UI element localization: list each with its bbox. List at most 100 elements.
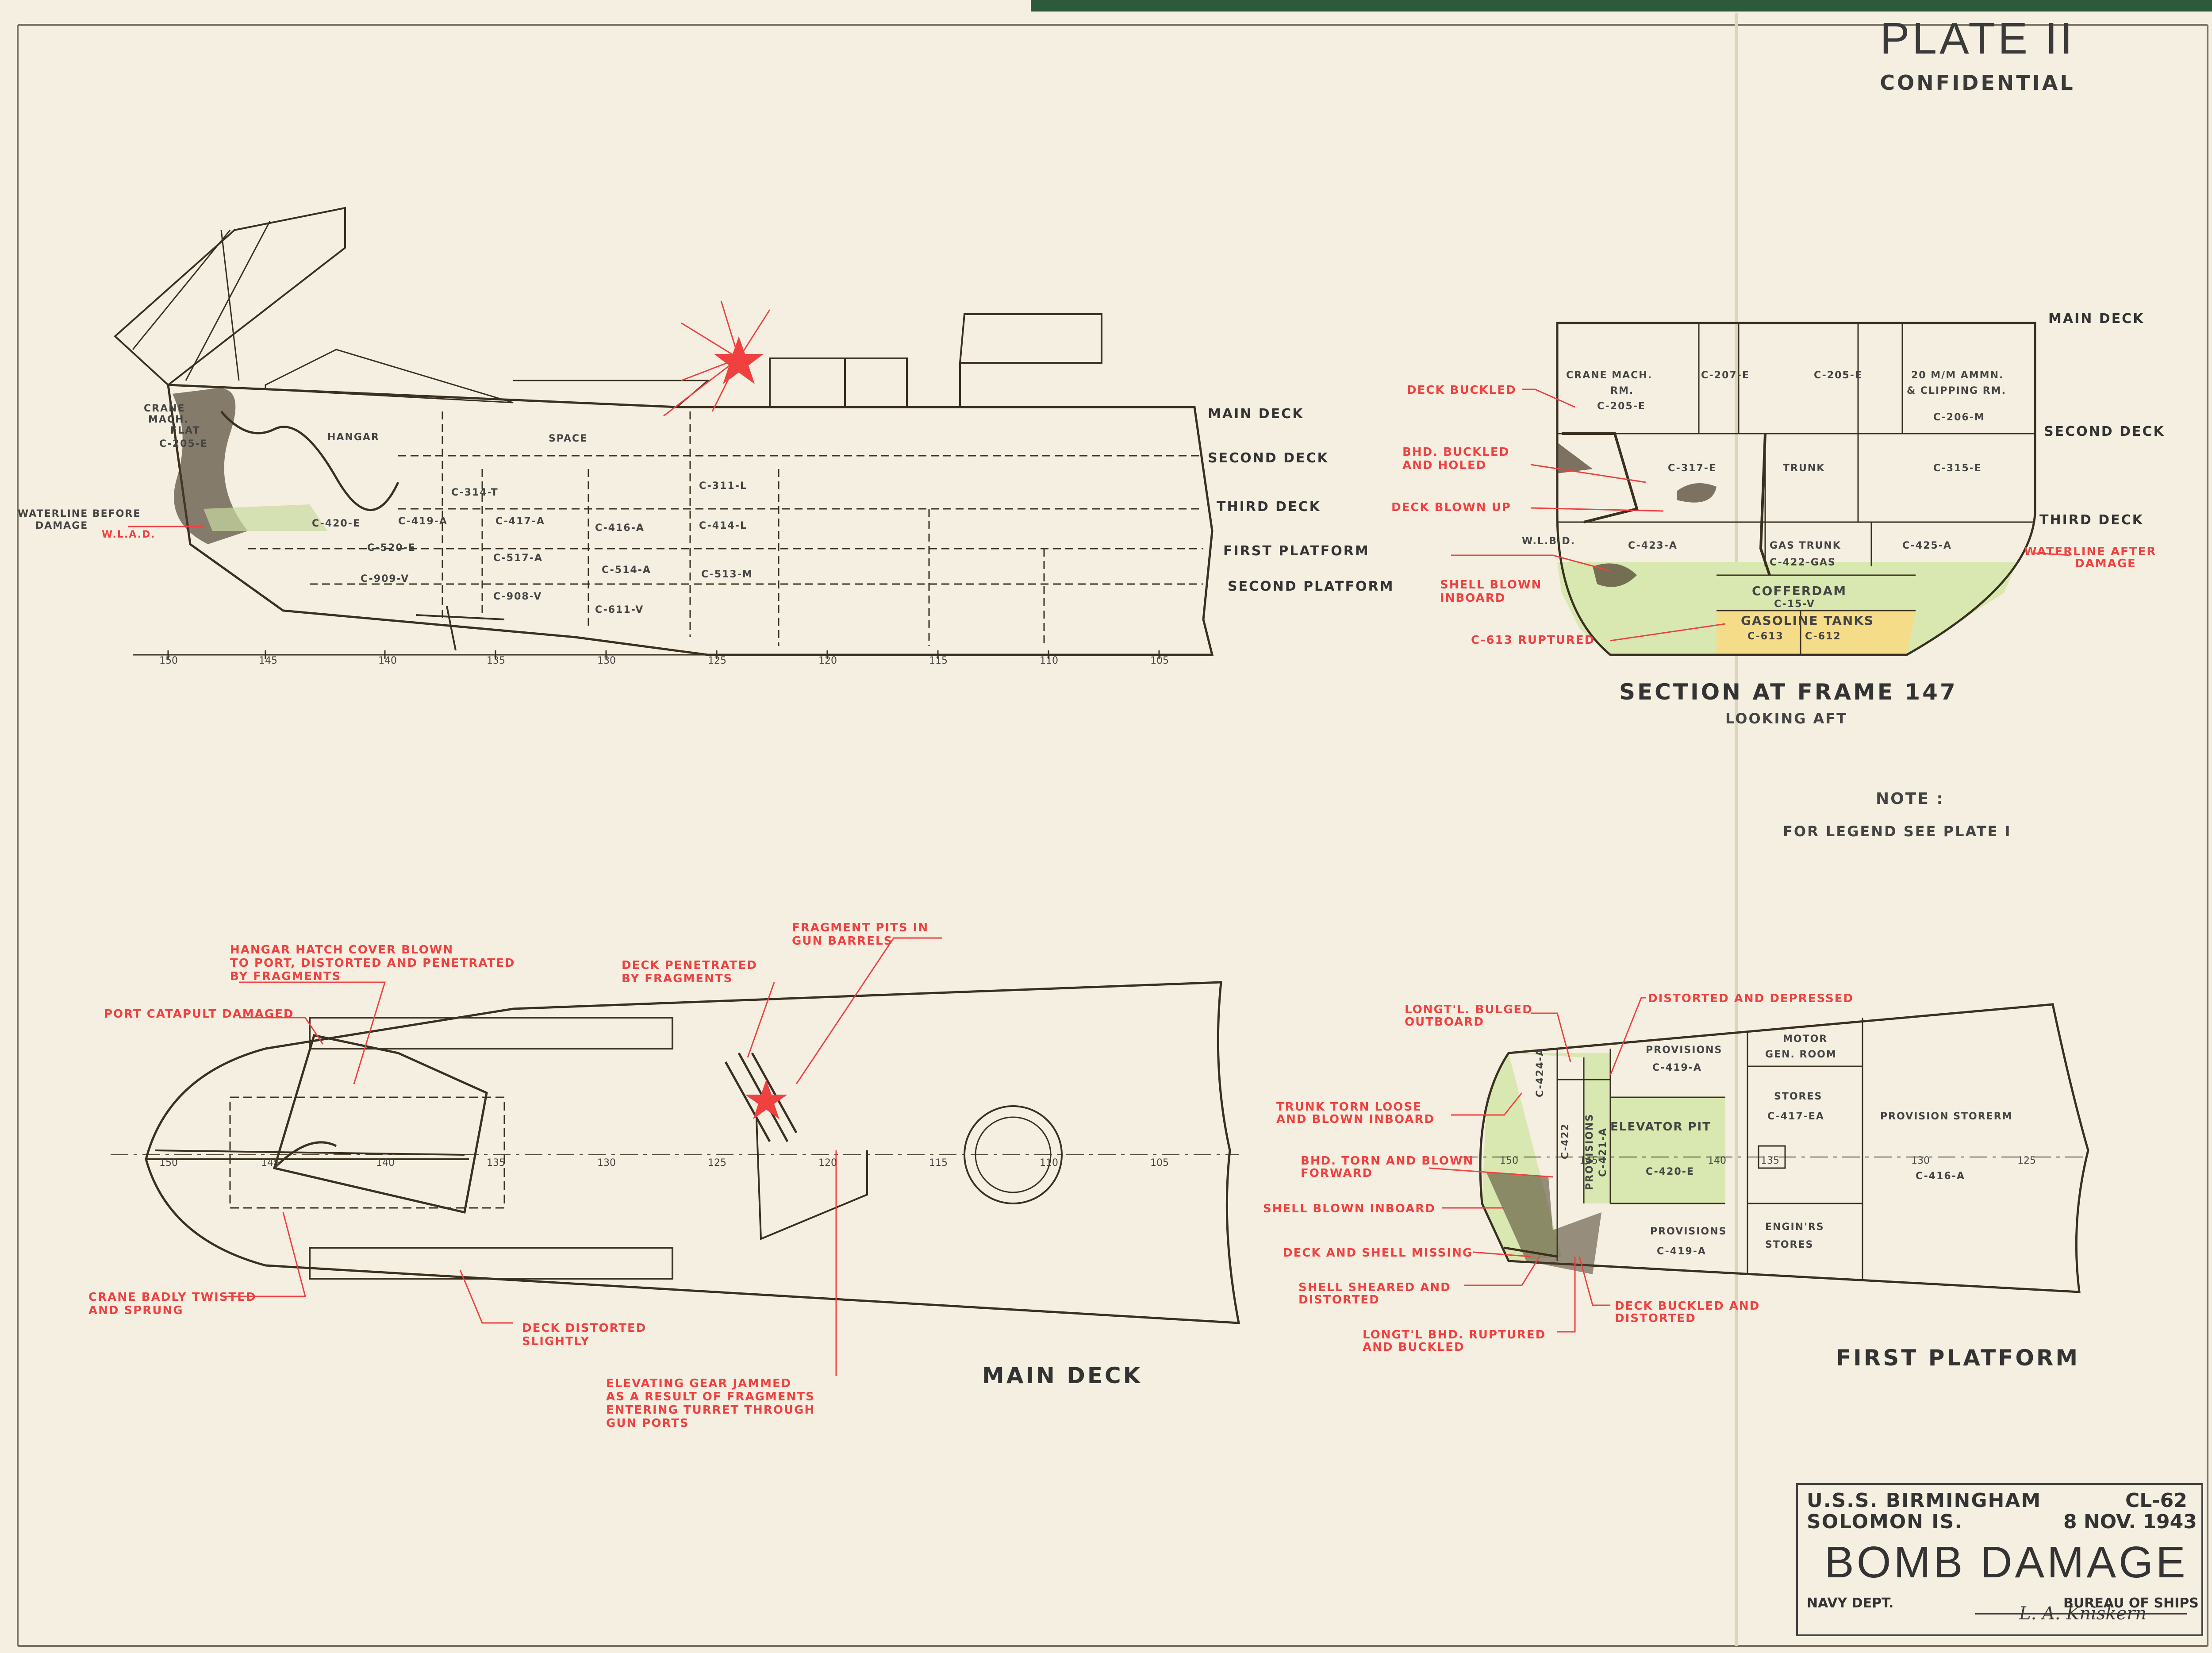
profile-frame: 145 [259, 655, 277, 666]
profile-frame: 135 [487, 655, 505, 666]
fp-provisions-top-1: PROVISIONS [1646, 1045, 1722, 1056]
fp-stores-1: STORES [1774, 1091, 1822, 1102]
profile-c611: C-611-V [595, 604, 644, 615]
sec-cofferdam-2: C-15-V [1774, 599, 1815, 610]
ship-name: U.S.S. BIRMINGHAM [1807, 1489, 2042, 1512]
md-annot-crane-2: AND SPRUNG [88, 1304, 184, 1317]
fp-c416: C-416-A [1916, 1171, 1965, 1182]
sec-c207: C-207-E [1701, 370, 1750, 381]
md-annot-elev-1: ELEVATING GEAR JAMMED [606, 1377, 791, 1390]
fp-frame: 150 [1500, 1155, 1518, 1166]
profile-second-platform: SECOND PLATFORM [1228, 579, 1394, 594]
sec-crane-3: C-205-E [1597, 401, 1646, 412]
profile-c416: C-416-A [595, 523, 645, 534]
md-annot-deck-pen-1: DECK PENETRATED [622, 959, 757, 972]
hull-number: CL-62 [2125, 1489, 2187, 1512]
sec-annot-deck-buckled: DECK BUCKLED [1407, 384, 1517, 397]
fp-annot-longtl-ruptured-1: LONGT'L BHD. RUPTURED [1363, 1328, 1546, 1342]
md-annot-deck-dist-2: SLIGHTLY [522, 1335, 590, 1348]
fp-annot-trunk-torn-1: TRUNK TORN LOOSE [1276, 1100, 1422, 1114]
section-title: SECTION AT FRAME 147 [1619, 679, 1958, 705]
md-frame: 115 [929, 1157, 948, 1169]
profile-c205: C-205-E [159, 438, 208, 450]
md-annot-hatch-1: HANGAR HATCH COVER BLOWN [230, 943, 453, 957]
profile-c520: C-520-E [367, 542, 416, 554]
date: 8 NOV. 1943 [2063, 1511, 2197, 1533]
title-block: U.S.S. BIRMINGHAM CL-62 SOLOMON IS. 8 NO… [1796, 1483, 2203, 1636]
profile-c414: C-414-L [699, 520, 747, 531]
profile-first-platform: FIRST PLATFORM [1223, 543, 1370, 559]
profile-frame: 115 [929, 655, 948, 666]
signature-line [1975, 1613, 2187, 1615]
section-second-deck: SECOND DECK [2044, 424, 2165, 439]
signature: L. A. Kniskern [2019, 1603, 2147, 1624]
fp-frame: 130 [1911, 1155, 1930, 1166]
bureau-label: BUREAU OF SHIPS [2063, 1595, 2199, 1611]
fp-annot-longtl-bulged-2: OUTBOARD [1405, 1015, 1484, 1029]
fp-annot-deck-shell-missing: DECK AND SHELL MISSING [1283, 1246, 1473, 1260]
md-frame: 125 [708, 1157, 726, 1169]
waterline-after-label: WATERLINE AFTER [2024, 545, 2156, 558]
sec-c315: C-315-E [1933, 463, 1982, 474]
first-platform-plan [1429, 997, 2089, 1333]
fp-annot-distorted-depressed: DISTORTED AND DEPRESSED [1648, 992, 1854, 1005]
main-deck-plan [111, 937, 1240, 1376]
md-frame: 140 [376, 1157, 395, 1169]
md-annot-frag-pits-1: FRAGMENT PITS IN [792, 921, 929, 934]
sec-trunk: TRUNK [1783, 463, 1825, 474]
profile-c420: C-420-E [312, 518, 361, 529]
sec-gas-trunk-1: GAS TRUNK [1770, 540, 1841, 551]
crane-flat-label-1: CRANE [144, 403, 185, 414]
fp-c421: C-421-A [1598, 1127, 1609, 1177]
sec-ammn-1: 20 M/M AMMN. [1911, 370, 2004, 381]
fp-annot-deck-buckled-1: DECK BUCKLED AND [1615, 1299, 1760, 1313]
first-platform-title: FIRST PLATFORM [1836, 1345, 2080, 1371]
md-annot-elev-4: GUN PORTS [606, 1417, 689, 1430]
md-frame: 150 [159, 1157, 178, 1169]
md-annot-hatch-2: TO PORT, DISTORTED AND PENETRATED [230, 957, 515, 970]
section-third-deck: THIRD DECK [2039, 512, 2144, 528]
fp-annot-longtl-ruptured-2: AND BUCKLED [1363, 1341, 1465, 1354]
fp-stores-2: C-417-EA [1767, 1111, 1824, 1122]
profile-deck-labels: MAIN DECK SECOND DECK THIRD DECK FIRST P… [1208, 406, 1394, 594]
waterline-before-label-2: DAMAGE [35, 520, 88, 531]
sec-annot-deck-blown-up: DECK BLOWN UP [1391, 501, 1511, 514]
fp-frame: 140 [1708, 1155, 1726, 1166]
profile-third-deck: THIRD DECK [1217, 499, 1321, 515]
md-frame: 130 [597, 1157, 616, 1169]
note-text: FOR LEGEND SEE PLATE I [1783, 823, 2012, 840]
md-frame: 120 [818, 1157, 837, 1169]
fp-motor-gen-1: MOTOR [1783, 1034, 1828, 1045]
fp-c424: C-424-A [1535, 1048, 1546, 1097]
fp-annot-deck-buckled-2: DISTORTED [1615, 1312, 1696, 1325]
section-view [1451, 322, 2071, 656]
location: SOLOMON IS. [1807, 1511, 1963, 1533]
sec-gasoline-2: C-613 [1747, 631, 1784, 642]
section-main-deck: MAIN DECK [2048, 311, 2144, 327]
damage-title: BOMB DAMAGE [1824, 1538, 2188, 1587]
space-label: SPACE [549, 433, 588, 444]
fp-annot-shell-inboard: SHELL BLOWN INBOARD [1263, 1202, 1436, 1215]
fp-annot-bhd-torn-1: BHD. TORN AND BLOWN [1301, 1154, 1474, 1168]
fp-c420: C-420-E [1646, 1166, 1694, 1177]
md-frame: 105 [1150, 1157, 1169, 1169]
profile-c314: C-314-T [451, 487, 499, 498]
plate-title: PLATE II [1880, 14, 2075, 63]
md-frame: 110 [1040, 1157, 1058, 1169]
fp-frame: 125 [2017, 1155, 2036, 1166]
fp-provisions-top-2: C-419-A [1652, 1062, 1702, 1073]
sec-c423: C-423-A [1628, 540, 1678, 551]
profile-c311: C-311-L [699, 481, 747, 492]
sec-annot-bhd-buckled-1: BHD. BUCKLED [1402, 446, 1509, 459]
profile-frame: 105 [1150, 655, 1169, 666]
note-heading: NOTE : [1876, 790, 1944, 808]
md-annot-hatch-3: BY FRAGMENTS [230, 970, 341, 983]
profile-frame: 110 [1040, 655, 1058, 666]
md-annot-catapult: PORT CATAPULT DAMAGED [104, 1007, 294, 1021]
sec-ammn-3: C-206-M [1933, 412, 1985, 423]
fp-annot-trunk-torn-2: AND BLOWN INBOARD [1276, 1113, 1435, 1126]
profile-main-deck: MAIN DECK [1208, 406, 1304, 422]
sec-annot-shell-blown-2: INBOARD [1440, 592, 1505, 605]
classification-label: CONFIDENTIAL [1880, 71, 2075, 95]
